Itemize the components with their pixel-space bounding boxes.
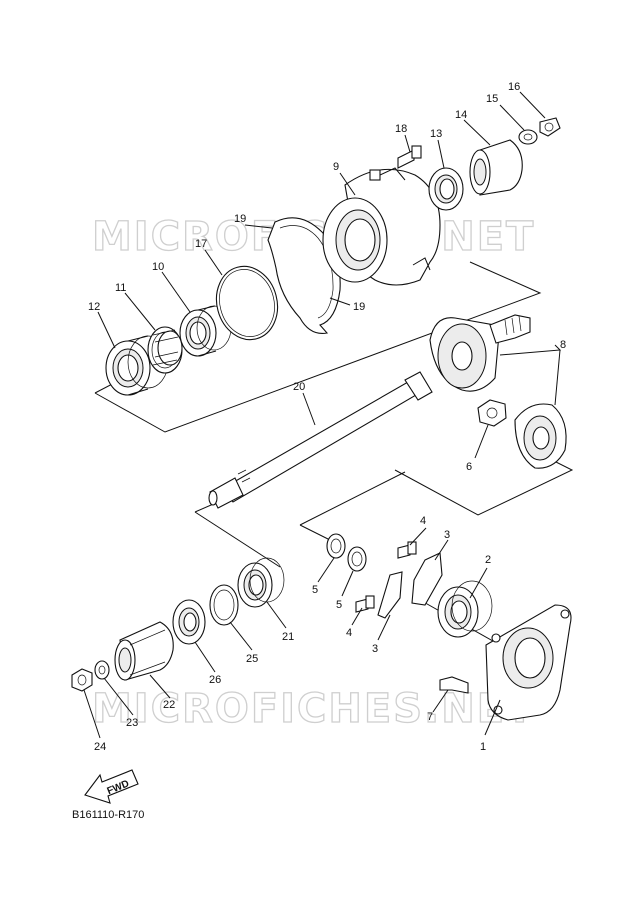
part-6-nut (477, 399, 507, 427)
part-25-circlip (209, 584, 239, 626)
callout-23: 23 (126, 717, 138, 729)
callout-25: 25 (246, 653, 258, 665)
callout-22: 22 (163, 699, 175, 711)
part-10-bearing (179, 305, 232, 357)
callout-17: 17 (195, 238, 207, 250)
part-20-drive-shaft (208, 371, 433, 509)
callout-19-top: 19 (234, 213, 246, 225)
callout-4-bottom: 4 (346, 627, 352, 639)
part-24-nut (71, 668, 93, 692)
callout-20: 20 (293, 381, 305, 393)
callout-21: 21 (282, 631, 294, 643)
callout-4-top: 4 (420, 515, 426, 527)
callout-5-right: 5 (336, 599, 342, 611)
callout-15: 15 (486, 93, 498, 105)
callout-5-left: 5 (312, 584, 318, 596)
callout-9: 9 (333, 161, 339, 173)
part-3-retainer-plates (377, 552, 443, 619)
part-23-washer (94, 660, 110, 680)
part-13-oil-seal (428, 167, 464, 211)
watermark-bottom: MICROFICHES.NET (92, 686, 535, 732)
part-7-bolt (439, 676, 469, 694)
callout-12: 12 (88, 301, 100, 313)
callout-8: 8 (560, 339, 566, 351)
callout-3-bottom: 3 (372, 643, 378, 655)
callout-6: 6 (466, 461, 472, 473)
callouts: 12 11 10 17 19 19 9 18 13 14 15 16 8 6 2… (88, 81, 566, 753)
part-16-nut (539, 117, 561, 137)
callout-18: 18 (395, 123, 407, 135)
part-9-housing (322, 167, 441, 286)
callout-11: 11 (115, 282, 126, 294)
callout-2: 2 (485, 554, 491, 566)
part-18-bolt (397, 145, 422, 169)
callout-26: 26 (209, 674, 221, 686)
callout-24: 24 (94, 741, 106, 753)
callout-1: 1 (480, 741, 486, 753)
part-22-yoke (114, 621, 174, 681)
callout-16: 16 (508, 81, 520, 93)
callout-3-top: 3 (444, 529, 450, 541)
part-1-flange-housing (485, 604, 572, 721)
callout-7: 7 (427, 711, 433, 723)
callout-13: 13 (430, 128, 442, 140)
callout-10: 10 (152, 261, 164, 273)
part-4-screws (355, 541, 417, 613)
callout-14: 14 (455, 109, 467, 121)
part-17-o-ring (215, 265, 279, 341)
part-21-bearing (237, 557, 285, 608)
figure-code: B161110-R170 (72, 809, 144, 821)
part-15-washer (518, 129, 538, 145)
part-26-oil-seal (172, 599, 206, 645)
fwd-arrow-icon: FWD (84, 769, 139, 804)
callout-19-bottom: 19 (353, 301, 365, 313)
part-5-shims (326, 533, 367, 572)
part-11-needle-bearing (147, 326, 183, 374)
part-2-bearing (437, 580, 493, 638)
part-8-gear-set (429, 314, 567, 469)
part-12-bearing (105, 335, 169, 396)
leader-lines (83, 91, 562, 739)
part-14-coupling (469, 139, 523, 196)
